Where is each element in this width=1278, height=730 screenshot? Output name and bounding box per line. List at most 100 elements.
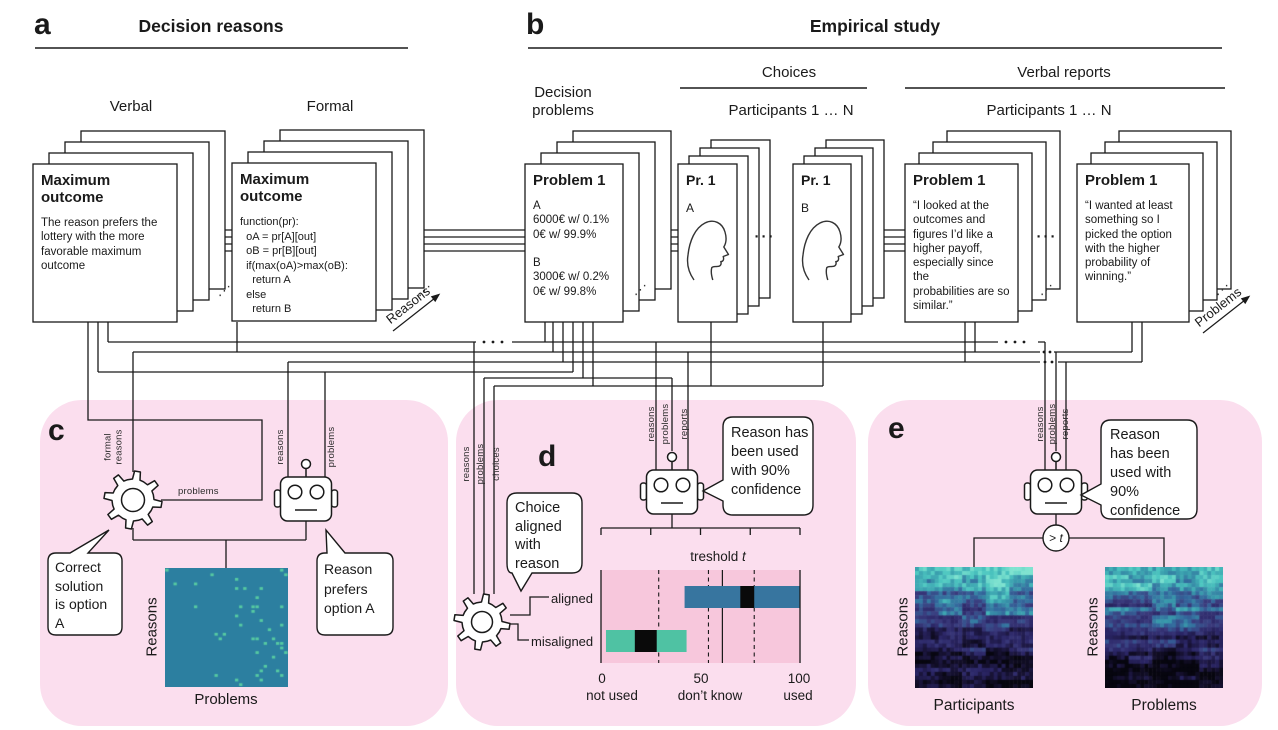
wire-label-problems: problems [325,426,337,468]
robot-bubble-text: Reason has been used with 90% confidence [731,425,809,498]
panel-c-wires [132,521,307,568]
panel-e-wires [973,514,1165,567]
wire-label-reasons: reasons [460,446,472,482]
wire-label-reasons: reasons [645,406,657,442]
bus-continuation-dots [482,340,1054,364]
gear-bubble-text: Correct solution is option A [55,559,108,631]
report-card-1: Problem 1 “I looked at the outcomes and … [905,164,1018,313]
chosen-option: A [686,201,695,215]
report-card-2: Problem 1 “I wanted at least something s… [1077,164,1189,285]
speech-bubble [47,529,123,636]
card-body: The reason prefers the lottery with the … [41,217,158,272]
row-label-aligned: aligned [551,591,593,606]
verbal-column-header: Verbal [109,98,153,115]
panel-e-letter: e [888,412,905,445]
verbal-reason-card: Maximum outcome The reason prefers the l… [33,164,177,273]
panel-a-title: Decision reasons [138,16,284,36]
stack-axis-arrows [392,293,1251,334]
speech-bubble [316,527,394,636]
connector-wires [87,322,1143,594]
speech-bubble [506,492,583,593]
zone-label-not-used: not used [586,688,638,703]
card-code: function(pr): oA = pr[A][out] oB = pr[B]… [240,216,348,315]
e-problems-heatmap [1105,567,1223,688]
choice-card-1: Pr. 1 A [678,164,737,215]
x-tick-100: 100 [787,671,811,686]
zone-label-used: used [783,688,813,703]
wire-label-reasons: reasons [1034,406,1046,442]
wire-label-problems: problems [474,443,486,485]
x-tick-50: 50 [693,671,709,686]
wire-label-problems: problems [178,486,219,497]
speech-bubble [1079,419,1198,520]
stack-continuation-dots: ⋰ [218,283,231,298]
c-matrix-xlabel: Problems [194,691,258,708]
card-stacks [32,129,1232,323]
e-right-matrix-xlabel: Problems [1131,697,1197,714]
card-title: Problem 1 [533,172,606,189]
card-title: Problem 1 [1085,172,1158,189]
wire-label-problems: problems [659,403,671,445]
section-underlines [35,47,1225,89]
card-title: Problem 1 [913,172,986,189]
e-left-matrix-ylabel: Reasons [894,597,912,657]
decision-problem-card: Problem 1 A 6000€ w/ 0.1% 0€ w/ 99.9% B … [525,164,623,299]
panel-d-wires [507,514,673,641]
chosen-option: B [801,201,810,215]
card-title: Maximum outcome [41,172,111,206]
e-right-matrix-ylabel: Reasons [1084,597,1102,657]
x-tick-0: 0 [598,671,606,686]
formal-reason-card: Maximum outcome function(pr): oA = pr[A]… [232,163,376,317]
card-title: Pr. 1 [686,172,716,188]
card-title: Maximum outcome [240,171,310,205]
robot-icon [273,458,339,522]
wire-label-reports: reports [1059,408,1071,440]
usage-interval-chart [600,527,801,663]
panel-a-letter: a [34,8,51,41]
wire-label-reasons: reasons [274,429,286,465]
choice-card-2: Pr. 1 B [793,164,851,215]
reports-participants-subheader: Participants 1 … N [986,102,1112,119]
e-left-matrix-xlabel: Participants [933,697,1015,714]
gear-icon [453,593,511,651]
robot-icon [639,451,705,515]
card-quote: “I looked at the outcomes and figures I’… [913,200,1010,313]
gear-bubble-text: Choice aligned with reason [515,500,562,572]
c-matrix-ylabel: Reasons [143,597,161,657]
panel-b-letter: b [526,8,545,41]
stack-continuation-dots: ⋰ [1216,282,1229,297]
choices-participants-subheader: Participants 1 … N [728,102,854,119]
robot-bubble-text: Reason prefers option A [324,561,375,616]
c-prediction-heatmap [165,568,288,687]
panel-d-letter: d [538,440,557,473]
stack-continuation-dots: ⋰ [418,283,431,298]
e-participants-heatmap [915,567,1033,688]
card-body: A 6000€ w/ 0.1% 0€ w/ 99.9% B 3000€ w/ 0… [533,200,610,298]
zone-label-dont-know: don’t know [677,688,743,703]
wire-label-formal-reasons: formal reasons [102,429,125,465]
choices-header: Choices [761,64,817,81]
robot-icon [1023,451,1089,515]
card-title: Pr. 1 [801,172,831,188]
threshold-node [1042,524,1070,552]
threshold-title: treshold t [690,549,746,564]
ellipsis-between-participants: ··· [1036,228,1058,246]
panel-b-title: Empirical study [809,16,941,36]
wire-label-reports: reports [678,408,690,440]
formal-column-header: Formal [306,98,354,115]
gear-icon [103,470,163,530]
decision-problems-header: Decision problems [532,84,594,119]
speech-bubble [701,416,814,516]
wire-label-choices: choices [490,447,502,481]
threshold-node-label: > t [1049,531,1063,545]
row-label-misaligned: misaligned [531,634,594,649]
verbal-reports-header: Verbal reports [1017,64,1111,81]
ellipsis-between-participants: ··· [754,228,776,246]
panel-c-letter: c [48,414,65,447]
card-quote: “I wanted at least something so I picked… [1085,200,1173,284]
stack-continuation-dots: ⋰ [1040,282,1053,297]
wire-label-problems: problems [1046,403,1058,445]
stack-continuation-dots: ⋰ [634,282,647,297]
